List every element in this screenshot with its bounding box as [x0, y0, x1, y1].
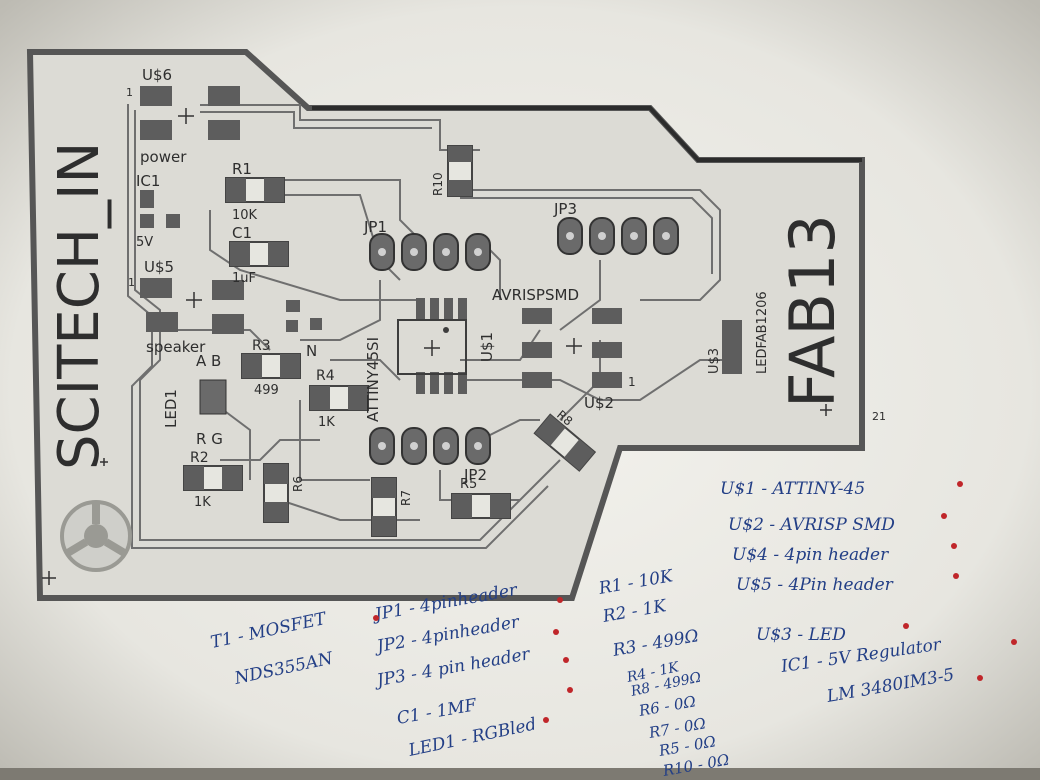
label-jp2: JP2 [463, 466, 487, 484]
label-r10: R10 [431, 172, 445, 196]
note-u3: U$3 - LED [756, 625, 846, 645]
r5-part [451, 493, 511, 519]
corner-number: 21 [872, 410, 886, 423]
r6-part [263, 463, 289, 523]
label-attiny: ATTINY45SI [364, 337, 382, 422]
board-edge-cut [312, 106, 862, 162]
label-r5: R5 [460, 477, 477, 492]
label-u5: U$5 [144, 258, 174, 276]
label-jp3: JP3 [553, 200, 577, 218]
board-name: FAB13 [776, 214, 849, 408]
label-r3-value: 499 [254, 383, 279, 398]
r3-part [241, 353, 301, 379]
label-ic1-5v: 5V [136, 235, 153, 250]
origin-marks [42, 108, 832, 585]
label-r7: R7 [399, 490, 413, 506]
note-u4: U$4 - 4pin header [732, 545, 889, 565]
label-r1-value: 10K [232, 208, 258, 223]
label-n: N [306, 342, 317, 360]
label-u1: U$1 [478, 332, 496, 362]
note-u2: U$2 - AVRISP SMD [728, 515, 895, 535]
label-jp1: JP1 [363, 218, 387, 236]
label-r2-value: 1K [194, 495, 211, 510]
r8-part [533, 413, 597, 472]
pin1-dot [443, 327, 449, 333]
smd-pads [140, 86, 742, 394]
label-c1-value: 1uF [232, 271, 256, 286]
attiny-body [397, 319, 467, 375]
label-avrisp: AVRISPSMD [492, 286, 579, 304]
label-u6-pin1: 1 [126, 86, 133, 99]
label-r4-value: 1K [318, 415, 335, 430]
label-c1: C1 [232, 224, 252, 242]
label-r1: R1 [232, 160, 252, 178]
r10-part [447, 145, 473, 197]
label-u3: U$3 [707, 348, 722, 374]
board-side-text: SCITECH_IN [47, 142, 112, 470]
label-u2-pin1: 1 [628, 375, 636, 389]
led1-body [199, 379, 227, 415]
red-ink-ticks [373, 481, 1017, 723]
label-r6: R6 [291, 476, 305, 492]
note-u1: U$1 - ATTINY-45 [720, 479, 865, 499]
label-u5-pin1: 1 [128, 276, 135, 289]
headers [369, 217, 679, 465]
r4-part [309, 385, 369, 411]
label-ledfab: LEDFAB1206 [755, 291, 770, 374]
note-u5: U$5 - 4Pin header [736, 575, 894, 595]
label-ic1: IC1 [136, 172, 160, 190]
label-led1: LED1 [162, 389, 180, 428]
label-u2: U$2 [584, 394, 614, 412]
r1-part [225, 177, 285, 203]
r2-part [183, 465, 243, 491]
passive-parts [183, 145, 597, 537]
fab-logo [60, 500, 132, 572]
label-speaker: speaker [146, 338, 206, 356]
label-r4: R4 [316, 368, 335, 384]
label-rg: R G [196, 430, 223, 448]
pcb-labels: U$6 1 power R1 10K IC1 5V C1 1uF U$5 1 s… [126, 66, 770, 510]
label-r2: R2 [190, 450, 209, 466]
r7-part [371, 477, 397, 537]
label-r3: R3 [252, 338, 271, 354]
paper-edge-shadow [0, 768, 1040, 780]
label-power: power [140, 148, 187, 166]
label-ab: A B [196, 352, 221, 370]
c1-part [229, 241, 289, 267]
label-u6: U$6 [142, 66, 172, 84]
